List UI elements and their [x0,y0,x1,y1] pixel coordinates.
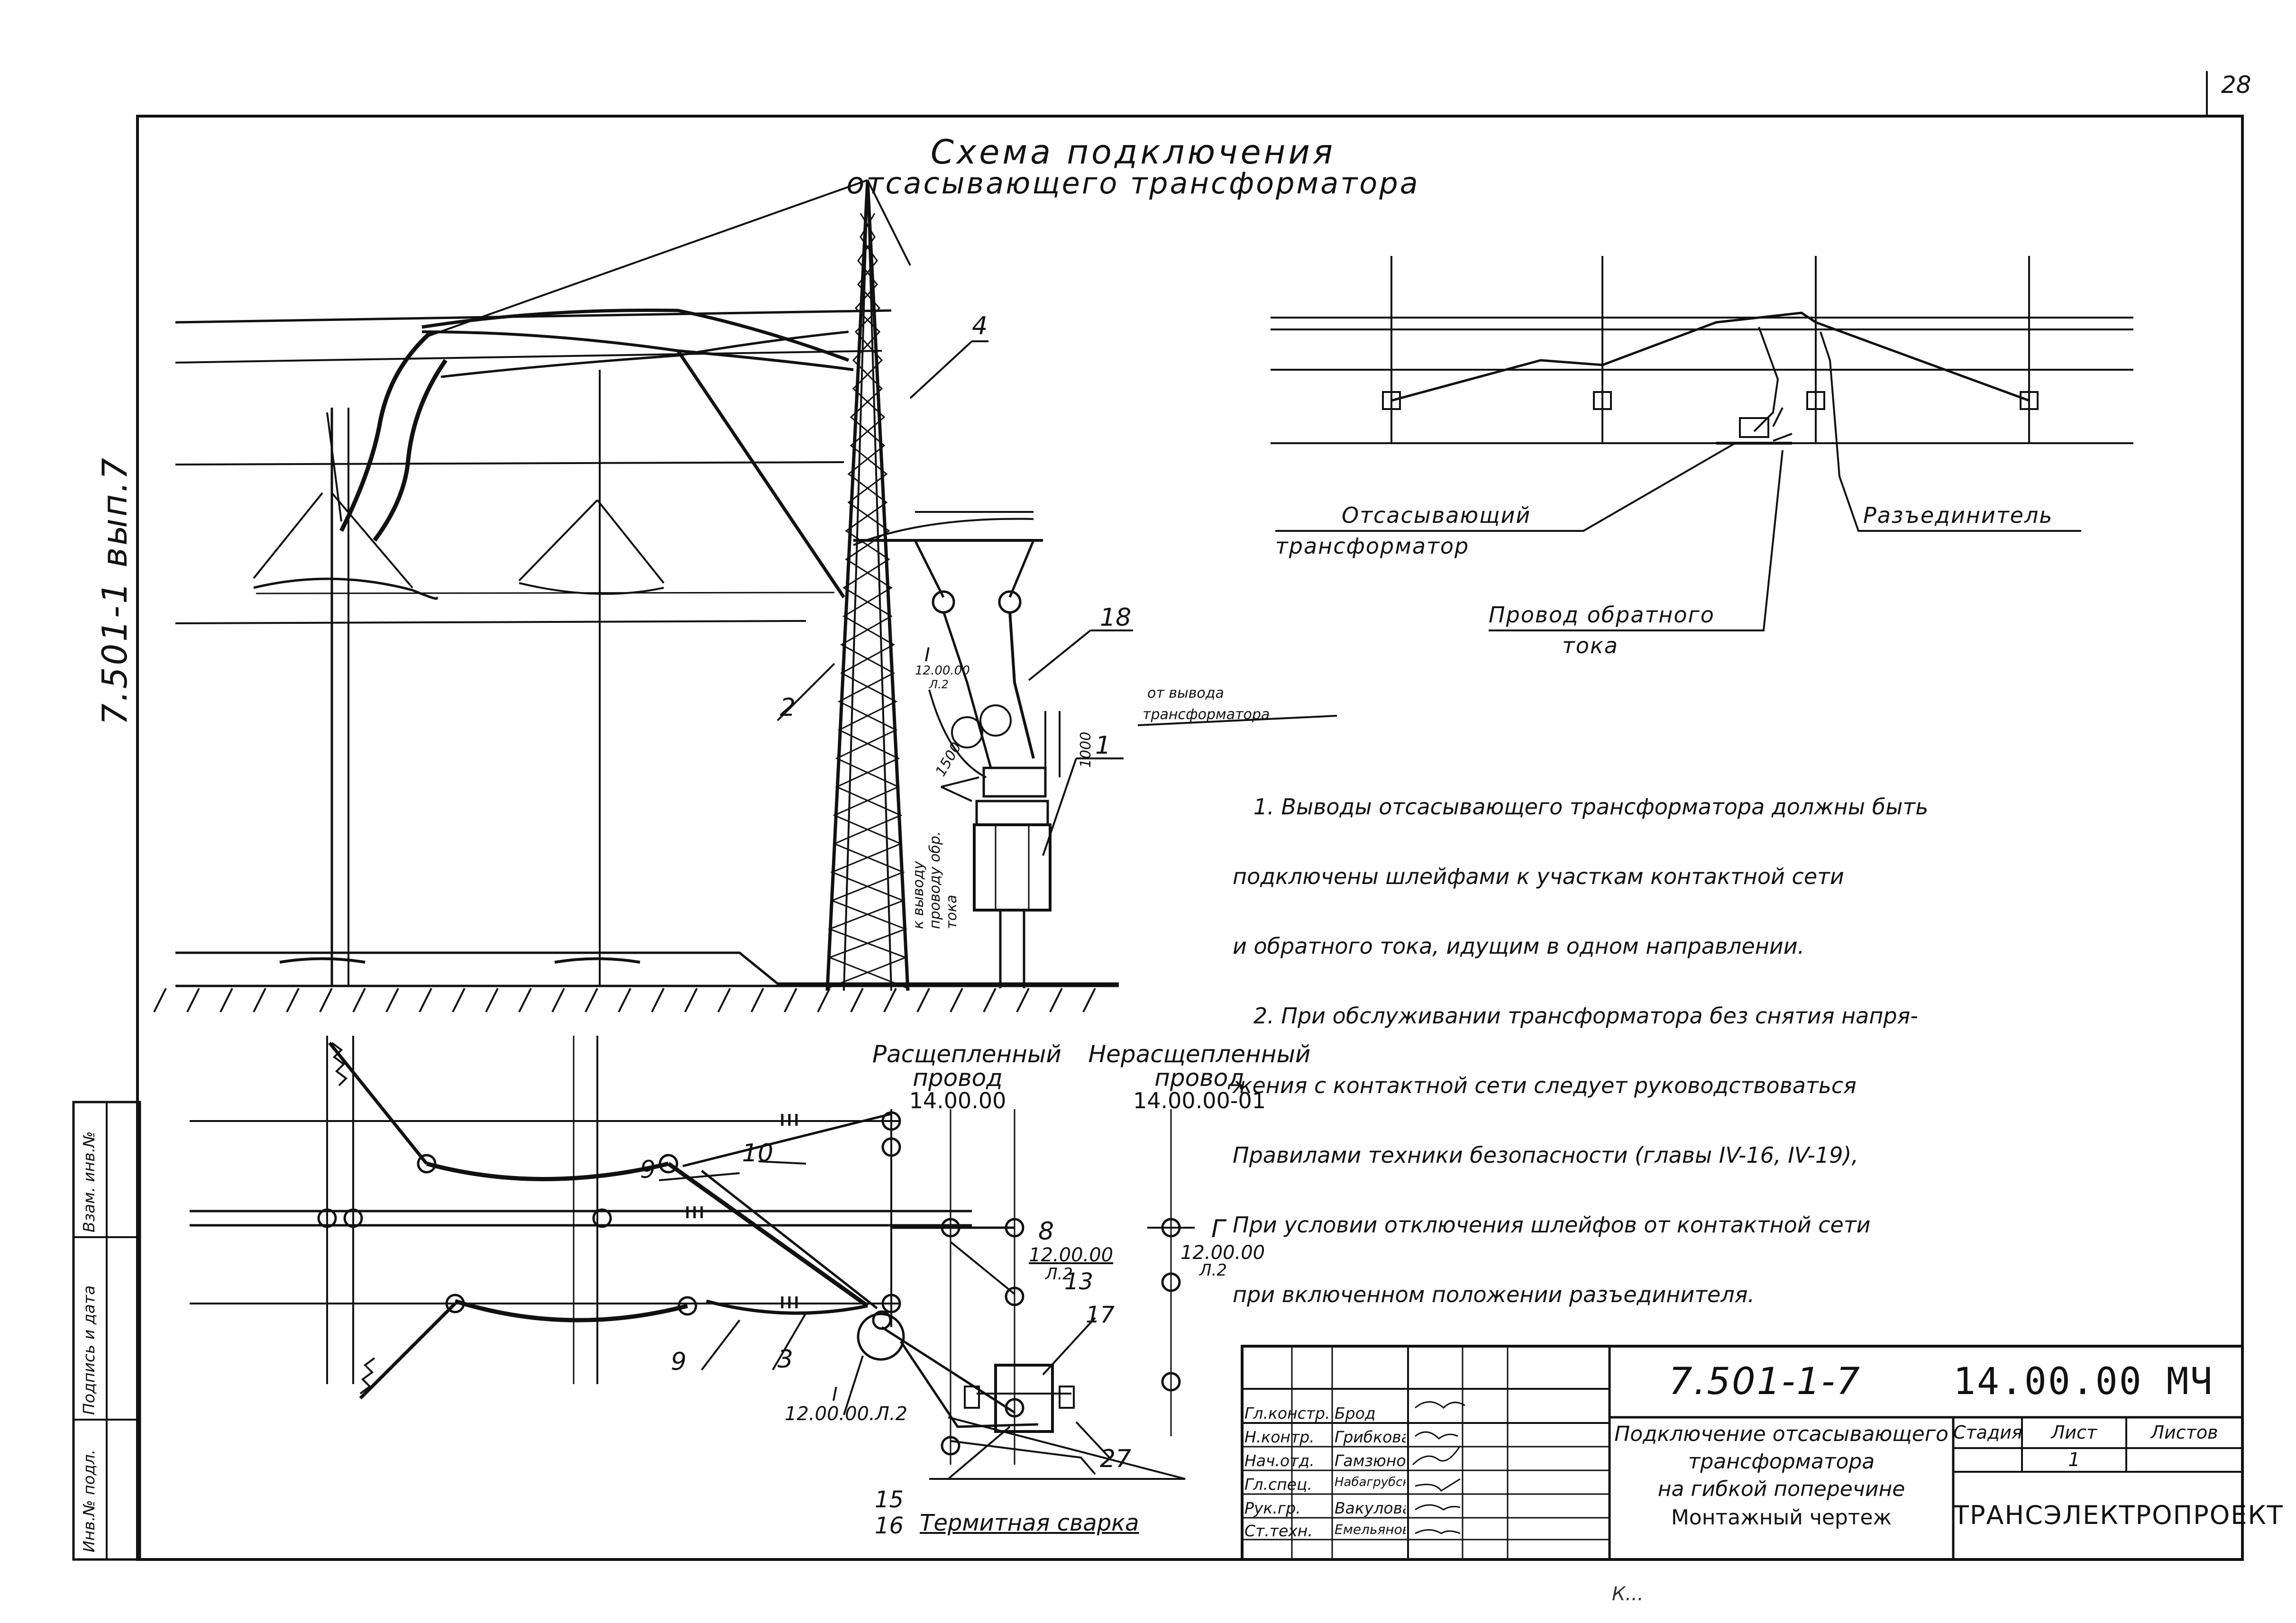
callout-27: 27 [1100,1445,1131,1473]
note-line: 2. При обслуживании трансформатора без с… [1233,1003,1918,1029]
ref-8-code: 12.00.00 [1029,1244,1114,1266]
label-split-wire: Расщепленный [872,1040,1061,1068]
callout-9a: 9 [640,1156,656,1184]
elevation-view [175,179,1043,991]
label-nonsplit-wire: Нерасщепленный [1088,1040,1311,1068]
sheet-number: 28 [2221,71,2251,99]
scheme-label-return-2: тока [1562,633,1619,658]
name-1: Брод [1335,1404,1376,1422]
signatures [1412,1401,1465,1534]
label-thermite-welding: Термитная сварка [920,1510,1139,1536]
name-3: Гамзюнов [1335,1451,1406,1470]
plan-leaders [659,1160,1110,1480]
role-4: Гл.спец. [1244,1475,1312,1494]
name-6: Емельянова [1335,1522,1406,1537]
scheme-label-return: Провод обратного [1489,602,1715,628]
ground-line [153,951,1119,1012]
note-line: Правилами техники безопасности (главы IV… [1233,1142,1858,1168]
name-5: Вакулова [1335,1499,1406,1517]
scheme-subtitle: отсасывающего трансформатора [846,166,1420,201]
label-from-transformer-2: трансформатора [1143,706,1270,723]
note-line: При условии отключения шлейфов от контак… [1233,1212,1871,1238]
footer-scrawl: К... [1612,1583,1644,1605]
role-5: Рук.гр. [1244,1499,1301,1517]
scheme-label-transformer-2: трансформатор [1275,533,1470,559]
scheme-label-disconnector: Разъединитель [1863,502,2053,528]
scheme-label-transformer: Отсасывающий [1342,502,1531,528]
callout-I-lower: I [832,1384,838,1405]
dim-1000: 1000 [1078,732,1094,768]
scheme-title: Схема подключения [930,133,1336,172]
callout-I-upper: I [924,644,930,666]
scheme-diagram [1271,256,2133,631]
role-2: Н.контр. [1244,1428,1315,1446]
side-field-inv: Инв.№ подл. [80,1449,98,1552]
callout-3: 3 [778,1345,793,1374]
ref-I-small: 12.00.00 [915,664,970,678]
sheet-header: Лист [2051,1422,2097,1443]
note-line: подключены шлейфами к участкам контактно… [1233,864,1844,889]
role-6: Ст.техн. [1244,1522,1313,1540]
side-field-sign: Подпись и дата [80,1285,98,1415]
name-2: Грибкова [1335,1428,1406,1446]
tower-lattice [827,213,908,989]
label-split-wire-2: провод [913,1064,1003,1092]
label-from-transformer-1: от вывода [1147,685,1224,702]
label-return-current-2: проводу обр. [927,831,943,929]
transformer-plan [994,1364,1054,1433]
note-line: при включенном положении разъединителя. [1233,1282,1755,1307]
organization-name: ТРАНСЭЛЕКТРОПРОЕКТ [1953,1500,2284,1530]
doc-code: 14.00.00 МЧ [1953,1360,2214,1403]
callout-15: 15 [875,1486,904,1513]
callout-labels: 4 18 2 1 I 10 9 8 Г 13 17 9 3 I 27 15 16… [640,312,1227,1539]
ref-8-sheet: Л.2 [1045,1265,1073,1284]
note-line: и обратного тока, идущим в одном направл… [1233,933,1805,959]
drawing-frame [136,115,2244,1561]
notes-block: 1. Выводы отсасывающего трансформатора д… [1233,749,1928,1330]
label-return-current-1: к выводу [910,861,927,929]
elevation-leaders [777,340,1337,856]
callout-10: 10 [742,1139,773,1167]
callout-9b: 9 [671,1348,686,1376]
label-return-current-3: тока [943,894,960,929]
callout-8: 8 [1038,1217,1054,1246]
doc-description-3: на гибкой поперечине [1657,1477,1905,1501]
callout-2: 2 [780,693,796,722]
doc-description-4: Монтажный чертеж [1671,1505,1892,1530]
side-doc-label: 7.501-1 вып.7 [95,456,135,725]
callout-G: Г [1211,1215,1227,1243]
title-block-grid [1241,1345,2244,1561]
label-split-wire-code: 14.00.00 [909,1088,1006,1113]
label-nonsplit-wire-code: 14.00.00-01 [1133,1088,1266,1113]
plan-view [190,1036,1195,1480]
name-4: Набагрубский [1335,1475,1406,1489]
sheets-header: Листов [2150,1422,2218,1443]
side-field-repl: Взам. инв.№ [80,1131,98,1232]
callout-16: 16 [875,1513,904,1539]
ref-G-sheet: Л.2 [1199,1261,1227,1280]
ref-I-small-sheet: Л.2 [929,678,949,691]
stage-header: Стадия [1953,1422,2022,1443]
callout-17: 17 [1086,1302,1115,1328]
doc-series: 7.501-1-7 [1669,1360,1861,1403]
note-line: 1. Выводы отсасывающего трансформатора д… [1233,794,1929,820]
note-line: жения с контактной сети следует руководс… [1233,1073,1857,1098]
callout-1: 1 [1095,731,1111,760]
doc-description-2: трансформатора [1688,1450,1875,1474]
ref-I-code: 12.00.00.Л.2 [785,1403,908,1425]
callout-18: 18 [1100,603,1131,632]
ref-G-code: 12.00.00 [1180,1242,1265,1264]
label-nonsplit-wire-2: провод [1154,1064,1244,1092]
callout-13: 13 [1064,1268,1093,1295]
dim-1500: 1500 [933,739,965,779]
role-3: Нач.отд. [1244,1451,1315,1470]
transformer-assembly [914,539,1061,988]
callout-4: 4 [972,312,988,340]
doc-description-1: Подключение отсасывающего [1614,1422,1948,1446]
sheet-value: 1 [2068,1449,2080,1471]
role-1: Гл.констр. [1244,1404,1329,1422]
